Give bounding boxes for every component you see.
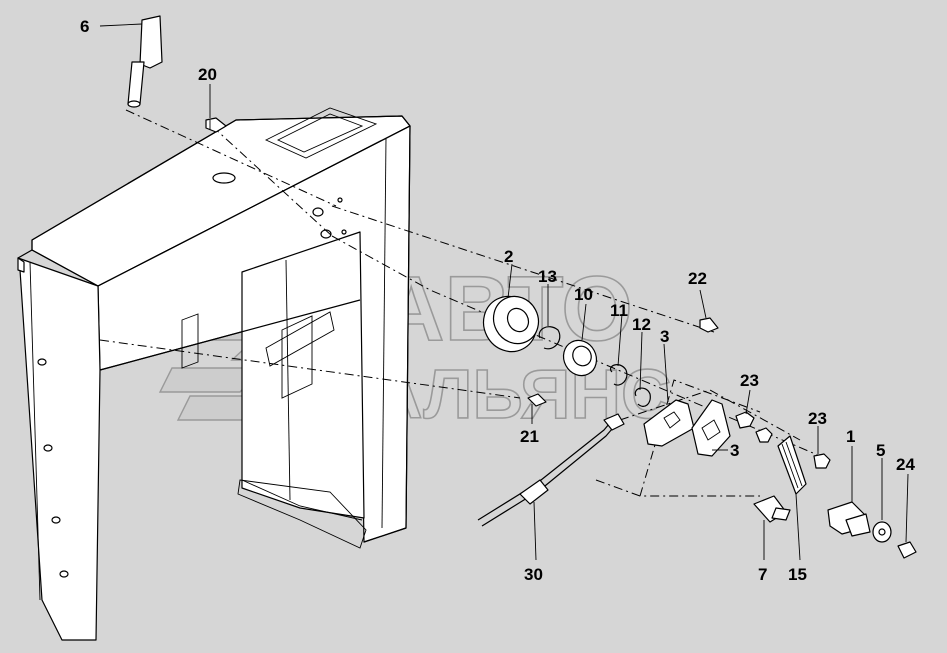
- callout-23-upper: 23: [740, 371, 759, 390]
- callout-3-upper: 3: [660, 327, 669, 346]
- watermark-line2: АЛЬЯНС: [372, 355, 672, 433]
- callout-15: 15: [788, 565, 807, 584]
- callout-20: 20: [198, 65, 217, 84]
- part-23-nut-c: [813, 453, 831, 469]
- part-23-nut-a: [735, 411, 755, 429]
- callout-22: 22: [688, 269, 707, 288]
- callout-1: 1: [846, 427, 855, 446]
- callout-leaders: [99, 23, 909, 561]
- part-23-nut-b: [755, 427, 773, 443]
- callout-13: 13: [538, 267, 557, 286]
- callout-7: 7: [758, 565, 767, 584]
- callout-24: 24: [896, 455, 915, 474]
- callout-11: 11: [610, 301, 628, 320]
- part-20-bolt: [205, 117, 227, 133]
- part-11-retaining-ring: [610, 364, 628, 386]
- part-7-pin: [753, 495, 791, 523]
- part-13-circlip: [538, 326, 561, 350]
- part-21-bolt: [527, 393, 547, 407]
- callout-23-lower: 23: [808, 409, 827, 428]
- assembly-axes: [99, 109, 821, 497]
- housing-frame: [17, 107, 411, 641]
- callout-10: 10: [574, 285, 593, 304]
- callout-12: 12: [632, 315, 651, 334]
- callout-2: 2: [504, 247, 513, 266]
- part-2-flange-housing: [482, 295, 540, 353]
- part-12-retaining-ring: [634, 387, 651, 407]
- part-15-spring: [777, 435, 807, 495]
- part-30-control-rod: [477, 413, 625, 527]
- part-1-fitting: [827, 501, 871, 537]
- part-6-lever-handle: [127, 15, 163, 108]
- part-22-bolt: [699, 317, 719, 333]
- callout-5: 5: [876, 441, 885, 460]
- callout-30: 30: [524, 565, 543, 584]
- part-5-washer: [872, 521, 892, 543]
- callout-3-lower: 3: [730, 441, 739, 460]
- part-10-bearing: [562, 339, 598, 377]
- part-24-screw: [897, 541, 917, 559]
- part-3-cam-plate-b: [691, 399, 731, 457]
- callout-6: 6: [80, 17, 89, 36]
- callout-21: 21: [520, 427, 539, 446]
